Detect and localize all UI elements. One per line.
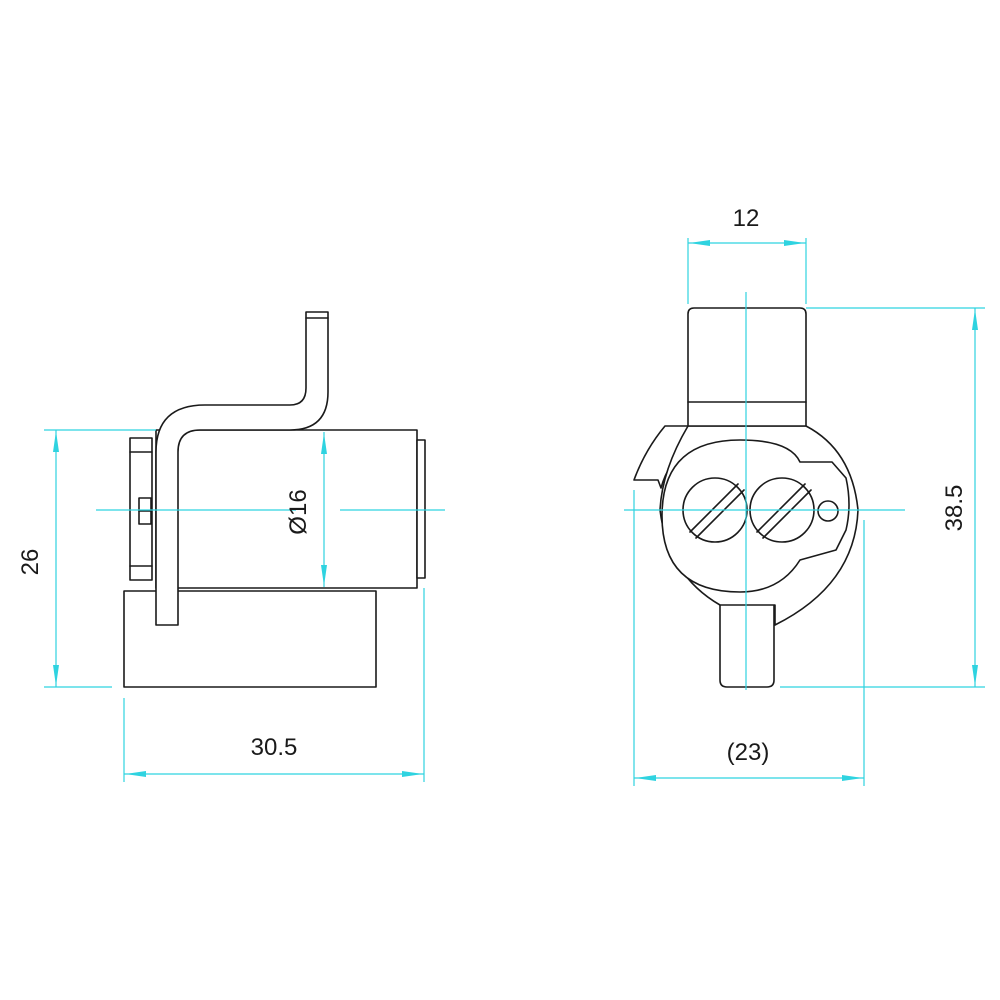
front-height-arrow-bottom	[972, 665, 978, 686]
front-bottom-tab	[719, 596, 775, 688]
side-width-arrow-right	[402, 771, 423, 777]
front-bottom-width-label: (23)	[727, 739, 770, 766]
front-view-dimensions: 12 38.5 (23)	[624, 205, 985, 786]
side-width-label: 30.5	[251, 734, 298, 761]
side-view	[123, 311, 426, 688]
side-diameter-arrow-bottom	[321, 565, 327, 586]
side-end-cap	[416, 439, 426, 579]
side-diameter-label: Ø16	[285, 489, 312, 534]
front-bottom-arrow-right	[842, 775, 863, 781]
front-top-arrow-right	[784, 240, 805, 246]
front-top-width-label: 12	[733, 205, 760, 232]
front-top-cap	[687, 307, 807, 427]
front-top-arrow-left	[689, 240, 710, 246]
side-height-arrow-top	[53, 431, 59, 452]
side-view-dimensions: 26 Ø16 30.5	[17, 429, 445, 782]
front-small-hole	[817, 500, 839, 522]
side-base-block	[123, 590, 377, 688]
side-height-arrow-bottom	[53, 665, 59, 686]
front-bottom-arrow-left	[635, 775, 656, 781]
side-bent-wire	[155, 311, 329, 626]
front-height-label: 38.5	[941, 485, 968, 532]
side-height-label: 26	[17, 549, 44, 576]
front-height-arrow-top	[972, 309, 978, 330]
side-diameter-arrow-top	[321, 433, 327, 454]
side-width-arrow-left	[125, 771, 146, 777]
